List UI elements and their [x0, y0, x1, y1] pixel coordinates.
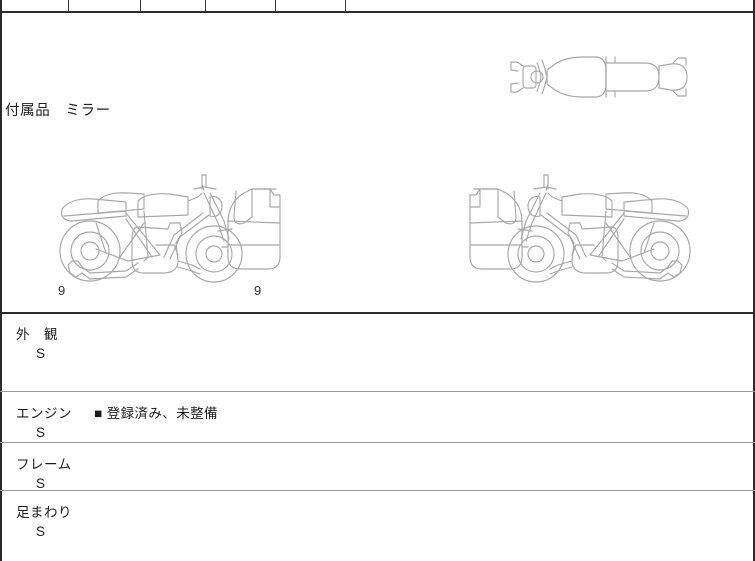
- damage-mark-front: 9: [58, 283, 66, 298]
- motorcycle-side-view-right-diagram: [448, 161, 698, 293]
- header-divider-2: [140, 0, 141, 11]
- motorcycle-side-view-left-diagram: [52, 161, 302, 293]
- accessories-diagram-band: 付属品 ミラー: [0, 13, 753, 311]
- conditions-top-border: [0, 312, 755, 314]
- condition-label-exterior: 外 観: [16, 327, 58, 342]
- condition-grade-frame: S: [36, 476, 46, 491]
- condition-label-suspension: 足まわり: [16, 505, 72, 520]
- header-divider-5: [345, 0, 346, 11]
- condition-row-suspension: 足まわり S: [0, 492, 753, 561]
- divider-frame-suspension: [0, 490, 755, 491]
- condition-row-frame: フレーム S: [0, 444, 753, 491]
- divider-exterior-engine: [0, 391, 755, 392]
- damage-mark-rear: 9: [254, 283, 262, 298]
- condition-grade-exterior: S: [36, 346, 46, 361]
- table-header-strip: [0, 0, 755, 11]
- divider-engine-frame: [0, 442, 755, 443]
- condition-label-frame: フレーム: [16, 457, 72, 472]
- motorcycle-top-view-diagram: [507, 46, 693, 108]
- condition-note-engine: ■ 登録済み、未整備: [94, 406, 218, 421]
- condition-label-engine: エンジン: [16, 406, 72, 421]
- condition-grade-engine: S: [36, 425, 46, 440]
- sheet-right-border: [753, 0, 755, 561]
- condition-grade-suspension: S: [36, 524, 46, 539]
- accessories-label: 付属品 ミラー: [5, 103, 111, 119]
- condition-row-engine: エンジン S ■ 登録済み、未整備: [0, 393, 753, 442]
- sheet-left-border: [0, 0, 2, 561]
- header-divider-3: [205, 0, 206, 11]
- header-divider-4: [275, 0, 276, 11]
- condition-row-exterior: 外 観 S: [0, 314, 753, 391]
- header-divider-1: [68, 0, 69, 11]
- header-bottom-border: [0, 11, 755, 13]
